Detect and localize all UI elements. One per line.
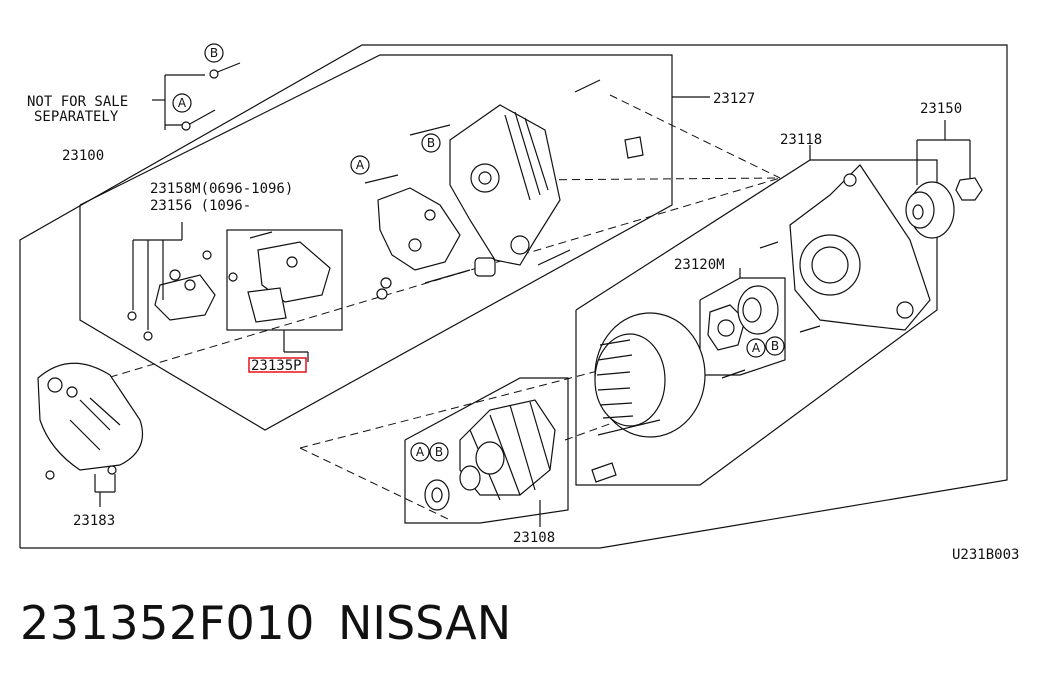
svg-text:B: B [435, 445, 443, 459]
svg-text:B: B [427, 136, 435, 150]
guide-line [299, 447, 451, 521]
label-23183: 23183 [73, 513, 115, 529]
marker-a-top: A [172, 93, 192, 113]
svg-text:A: A [356, 158, 365, 172]
svg-text:A: A [416, 445, 425, 459]
marker-b-top: B [204, 43, 224, 63]
separately-label: SEPARATELY [34, 109, 119, 125]
label-23127: 23127 [713, 91, 755, 107]
guide-line [59, 177, 781, 393]
pulley [905, 120, 983, 239]
label-23120m: 23120M [674, 257, 725, 273]
bearing-retainer [707, 268, 779, 379]
rear-housing [364, 79, 710, 300]
rear-cover [37, 362, 144, 507]
marker-b-housing: B [421, 133, 441, 153]
svg-text:A: A [752, 341, 761, 355]
stator [591, 312, 706, 483]
guide-line [299, 359, 641, 449]
svg-text:B: B [771, 339, 779, 353]
marker-b-bearing: B [765, 336, 785, 356]
label-23135p: 23135P [251, 358, 302, 374]
marker-a-rotor: A [410, 442, 430, 462]
part-number: 231352F010 [20, 596, 315, 650]
label-23118: 23118 [780, 132, 822, 148]
label-23156: 23156 (1096- [150, 198, 251, 214]
rotor [424, 399, 556, 527]
rotor-group-frame [404, 377, 569, 524]
brand-name: NISSAN [338, 596, 512, 650]
svg-text:A: A [178, 96, 187, 110]
marker-b-rotor: B [429, 442, 449, 462]
marker-a-housing: A [350, 155, 370, 175]
brush-assembly [127, 222, 238, 341]
svg-text:B: B [210, 46, 218, 60]
label-23158m: 23158M(0696-1096) [150, 181, 293, 197]
not-for-sale-label: NOT FOR SALE [27, 94, 128, 110]
through-bolts [152, 62, 241, 131]
outer-frame [19, 44, 1008, 549]
label-23100: 23100 [62, 148, 104, 164]
brush-holder-part [247, 231, 331, 362]
front-housing [759, 145, 931, 333]
marker-a-bearing: A [746, 338, 766, 358]
diagram-code: U231B003 [952, 547, 1019, 563]
label-23108: 23108 [513, 530, 555, 546]
guide-line [609, 94, 781, 179]
label-23150: 23150 [920, 101, 962, 117]
guide-line [519, 177, 781, 181]
brush-group-frame [79, 54, 673, 431]
highlight-box-23135p [248, 357, 307, 373]
